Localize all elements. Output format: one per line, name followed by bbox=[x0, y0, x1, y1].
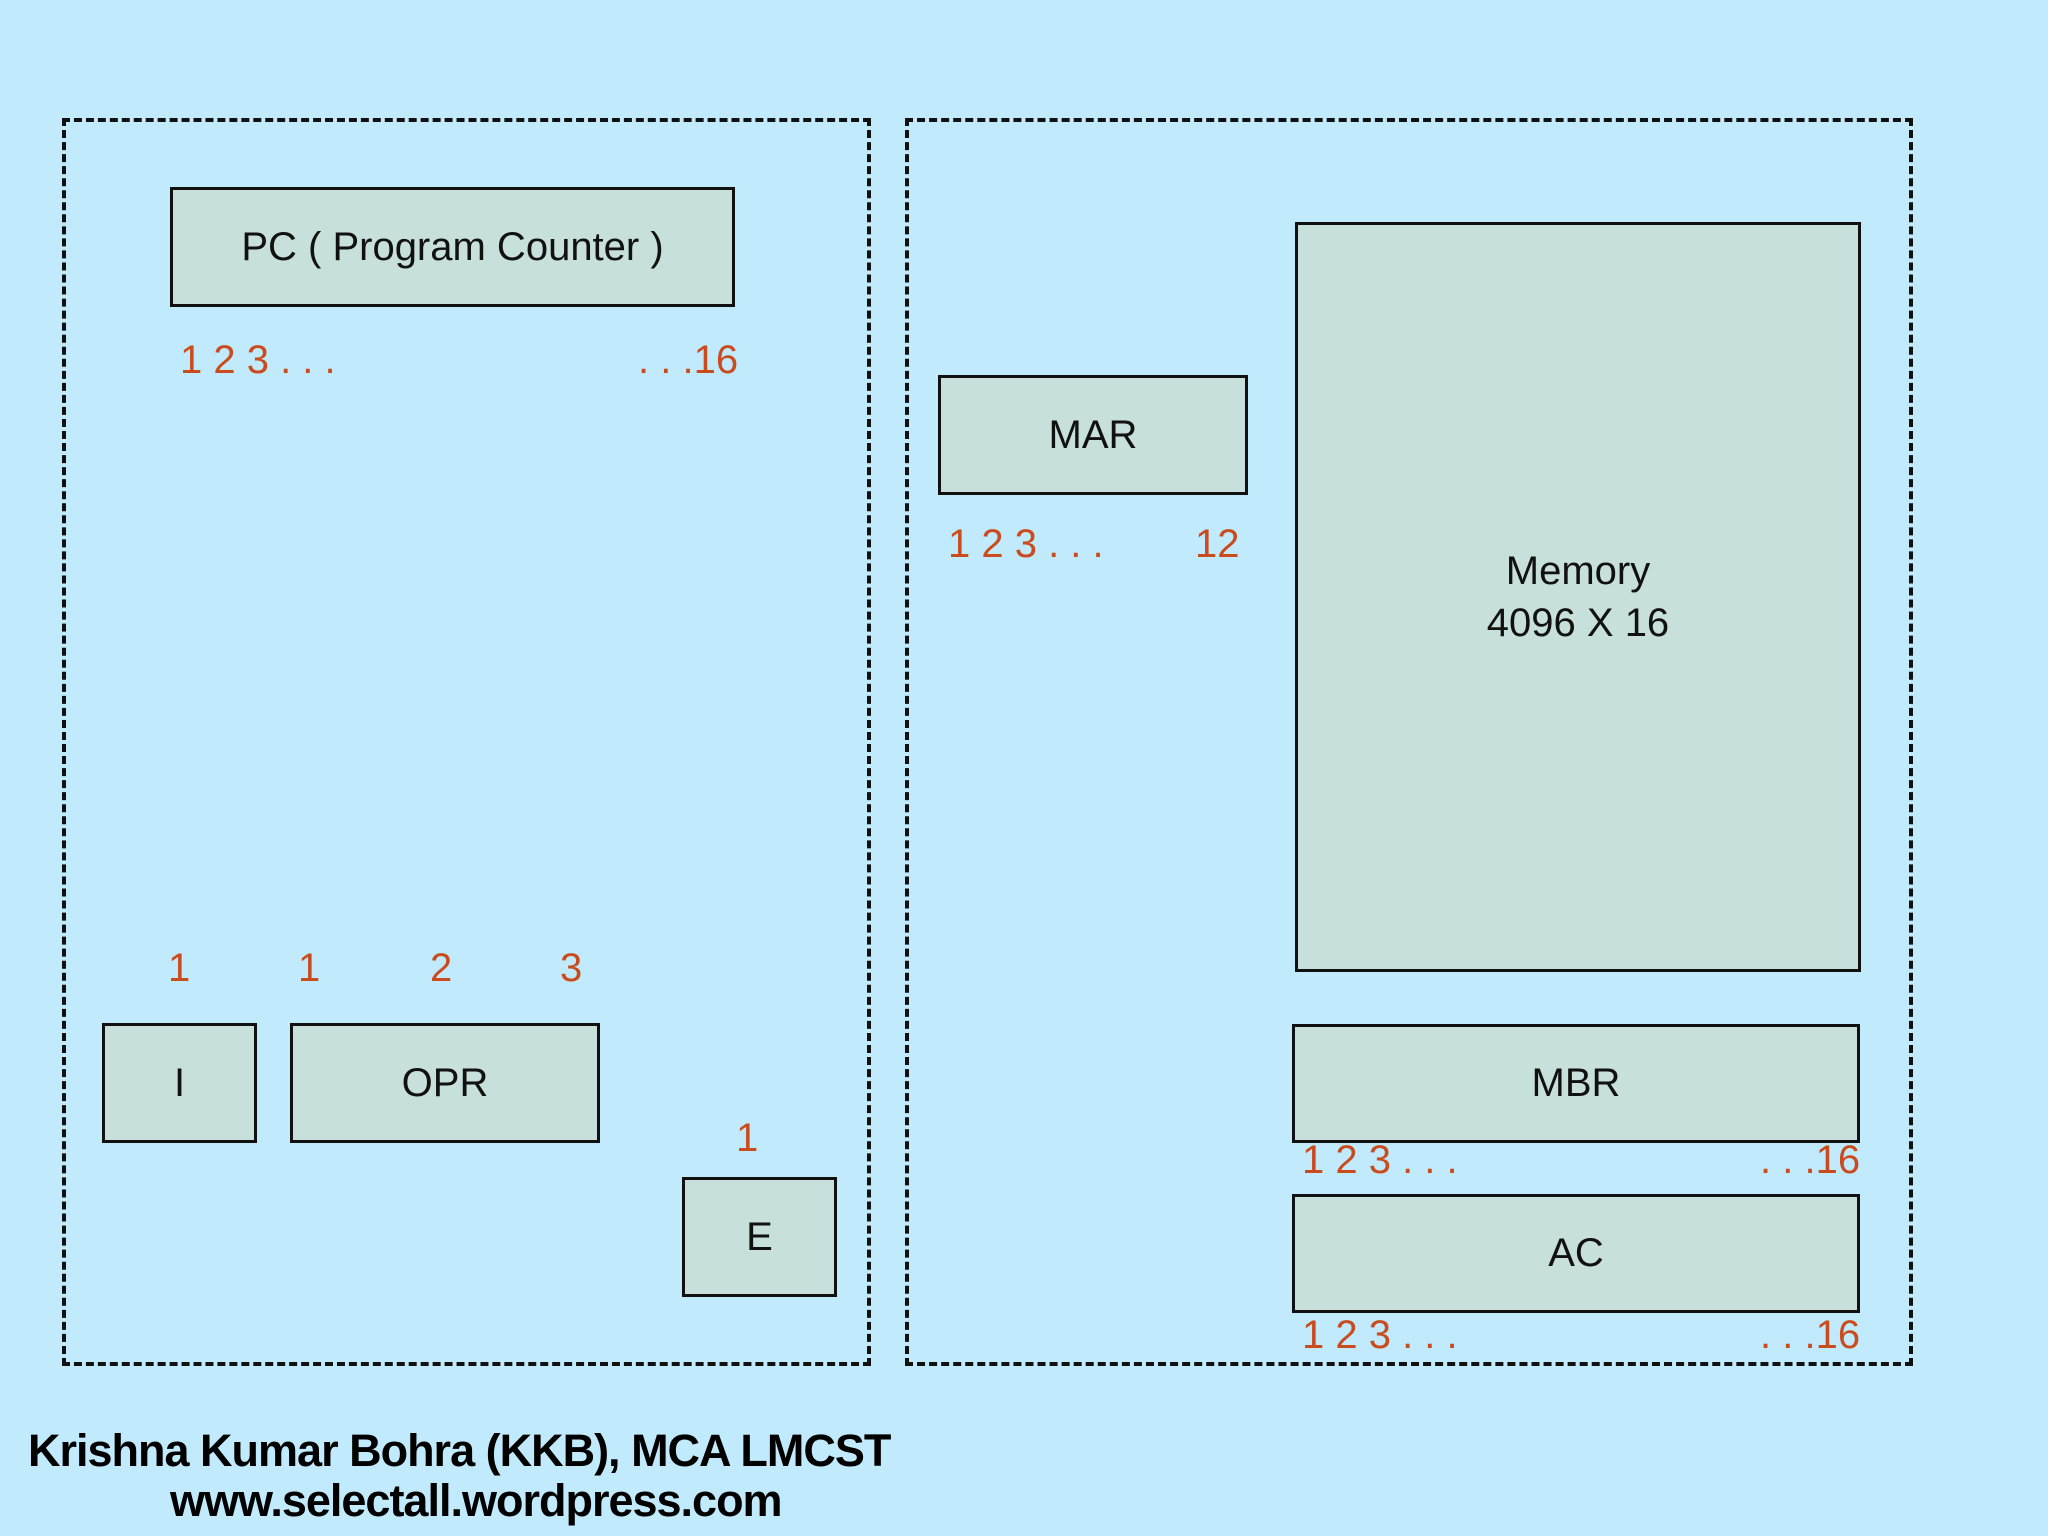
i-register-box: I bbox=[102, 1023, 257, 1143]
ac-register-label: AC bbox=[1548, 1231, 1604, 1275]
left-dashed-container bbox=[62, 118, 871, 1366]
e-register-box: E bbox=[682, 1177, 837, 1297]
mbr-bit-index-right: . . .16 bbox=[1760, 1138, 1861, 1182]
e-bit-index: 1 bbox=[736, 1116, 759, 1160]
i-bit-index: 1 bbox=[168, 946, 191, 990]
mbr-register-label: MBR bbox=[1531, 1061, 1621, 1105]
ac-register-box: AC bbox=[1292, 1194, 1860, 1313]
memory-label-line2: 4096 X 16 bbox=[1486, 601, 1670, 645]
i-register-label: I bbox=[173, 1060, 186, 1105]
mar-bit-index-left: 1 2 3 . . . bbox=[948, 522, 1104, 566]
memory-box: Memory 4096 X 16 bbox=[1295, 222, 1861, 972]
pc-bit-index-left: 1 2 3 . . . bbox=[180, 338, 336, 382]
attribution-author: Krishna Kumar Bohra (KKB), MCA LMCST bbox=[28, 1425, 891, 1476]
attribution-website: www.selectall.wordpress.com bbox=[170, 1475, 783, 1526]
opr-register-box: OPR bbox=[290, 1023, 600, 1143]
mar-register-box: MAR bbox=[938, 375, 1248, 495]
ac-bit-index-left: 1 2 3 . . . bbox=[1302, 1313, 1458, 1357]
opr-bit-index-1: 1 bbox=[298, 946, 321, 990]
opr-bit-index-2: 2 bbox=[430, 946, 453, 990]
mar-bit-index-right: 12 bbox=[1195, 522, 1240, 566]
right-dashed-container bbox=[905, 118, 1913, 1366]
pc-register-label-text: PC ( Program Counter ) bbox=[241, 224, 664, 269]
pc-bit-index-right: . . .16 bbox=[638, 338, 739, 382]
ac-bit-index-right: . . .16 bbox=[1760, 1313, 1861, 1357]
mar-register-label: MAR bbox=[1048, 412, 1138, 457]
memory-label-line1: Memory bbox=[1505, 549, 1651, 593]
opr-register-label: OPR bbox=[401, 1060, 489, 1105]
opr-bit-index-3: 3 bbox=[560, 946, 583, 990]
e-register-label: E bbox=[746, 1214, 773, 1259]
pc-register-box: PC ( Program Counter ) bbox=[170, 187, 735, 307]
mbr-bit-index-left: 1 2 3 . . . bbox=[1302, 1138, 1458, 1182]
mbr-register-box: MBR bbox=[1292, 1024, 1860, 1143]
